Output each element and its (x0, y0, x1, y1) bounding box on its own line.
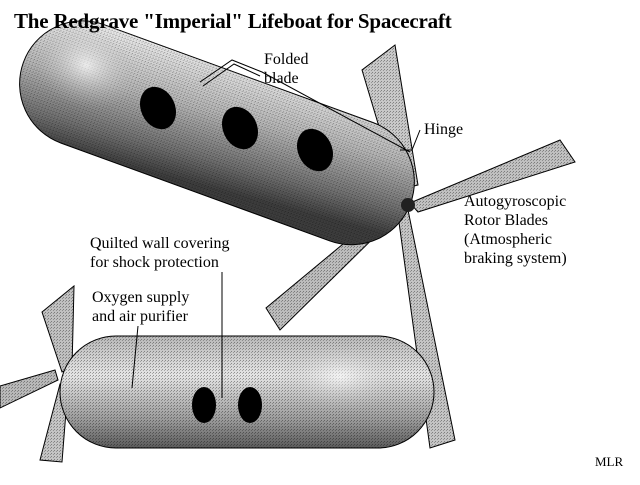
lower-lifeboat-hull (59, 335, 435, 449)
folded-blade-leader (199, 59, 411, 153)
diagram-title: The Redgrave "Imperial" Lifeboat for Spa… (14, 9, 452, 33)
oxygen-leader (131, 325, 139, 389)
folded-blade-label: Folded blade (264, 51, 309, 87)
hull-window (140, 86, 176, 130)
oxygen-supply-label: Oxygen supply and air purifier (92, 289, 190, 325)
lower-rotor-blades (0, 284, 75, 463)
hinge-leader (400, 129, 421, 151)
rotor-blades-label: Autogyroscopic Rotor Blades (Atmospheric… (464, 193, 567, 267)
hull-window (297, 128, 333, 172)
hull-window (222, 106, 258, 150)
hull-window (192, 387, 216, 423)
rotor-hub (401, 198, 415, 212)
author-credit: MLR (595, 454, 624, 469)
hull-window (238, 387, 262, 423)
quilted-wall-label: Quilted wall covering for shock protecti… (90, 235, 230, 271)
upper-lifeboat-hull (19, 20, 415, 246)
hinge-label: Hinge (424, 121, 464, 138)
